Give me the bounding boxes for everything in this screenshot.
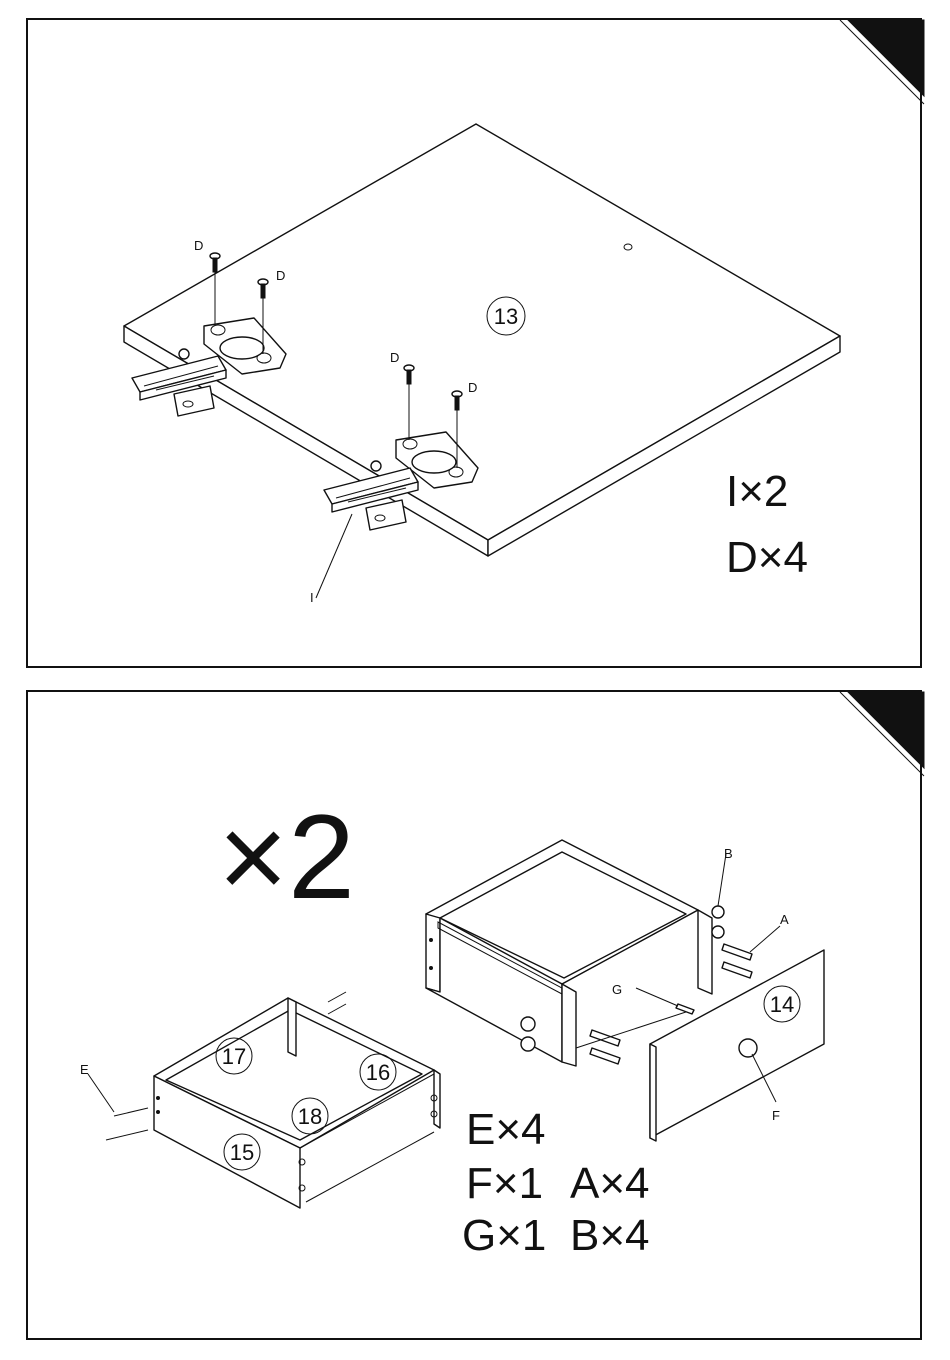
hardware-label: I <box>310 590 314 605</box>
qty-e: E×4 <box>466 1105 546 1154</box>
screw-label: D <box>390 350 399 365</box>
screw-label: D <box>276 268 285 283</box>
svg-text:18: 18 <box>298 1104 322 1129</box>
drawer-assembly-diagram: ×2 B <box>28 692 924 1342</box>
qty-hinge: I×2 <box>726 467 788 516</box>
leader-line <box>316 514 352 598</box>
qty-b: B×4 <box>570 1211 650 1260</box>
corner-flag-icon <box>840 692 924 776</box>
drawer-front-panel <box>650 950 824 1141</box>
step-panel-drawer: ×2 B <box>26 690 922 1340</box>
corner-flag-icon <box>840 20 924 104</box>
screw-label: D <box>194 238 203 253</box>
fastener-label: B <box>724 846 733 861</box>
svg-text:15: 15 <box>230 1140 254 1165</box>
qty-f: F×1 <box>466 1159 543 1208</box>
fastener-label: G <box>612 982 622 997</box>
knob-icon <box>739 1039 757 1057</box>
svg-text:13: 13 <box>494 304 518 329</box>
hinge-assembly-diagram: D D D D 13 I I×2 D×4 <box>28 20 924 670</box>
fastener-label: A <box>780 912 789 927</box>
qty-screw: D×4 <box>726 533 808 582</box>
step-panel-hinges: D D D D 13 I I×2 D×4 <box>26 18 922 668</box>
fastener-label: F <box>772 1108 780 1123</box>
qty-a: A×4 <box>570 1159 650 1208</box>
screw-label: D <box>468 380 477 395</box>
svg-text:16: 16 <box>366 1060 390 1085</box>
drawer-box-assembled <box>426 840 712 1066</box>
multiplier-label: ×2 <box>218 790 355 924</box>
qty-g: G×1 <box>462 1211 546 1260</box>
fastener-label: E <box>80 1062 89 1077</box>
svg-text:17: 17 <box>222 1044 246 1069</box>
svg-text:14: 14 <box>770 992 794 1017</box>
